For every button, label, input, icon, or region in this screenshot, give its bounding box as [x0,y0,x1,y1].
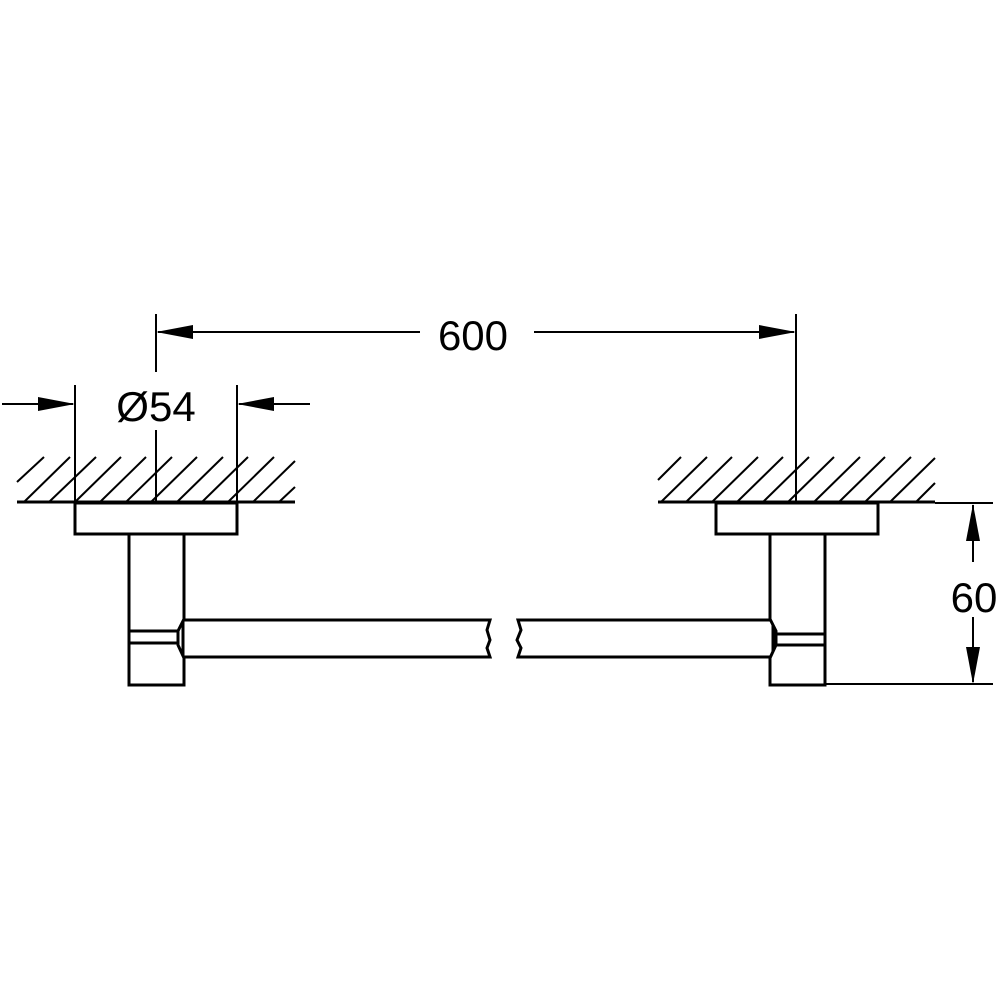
dimension-label-projection: 60 [951,574,998,621]
dimension-600: 600 [155,312,797,502]
dimension-projection: 60 [951,504,998,684]
left-rosette [73,501,239,536]
bar-right-segment [515,618,775,659]
dimension-diameter: Ø54 [2,383,310,534]
dimension-label-length: 600 [438,312,508,359]
right-rosette [714,501,880,536]
left-post [127,532,186,687]
dimension-label-diameter: Ø54 [116,383,195,430]
bar-left-segment [181,618,493,659]
right-post [768,532,993,687]
